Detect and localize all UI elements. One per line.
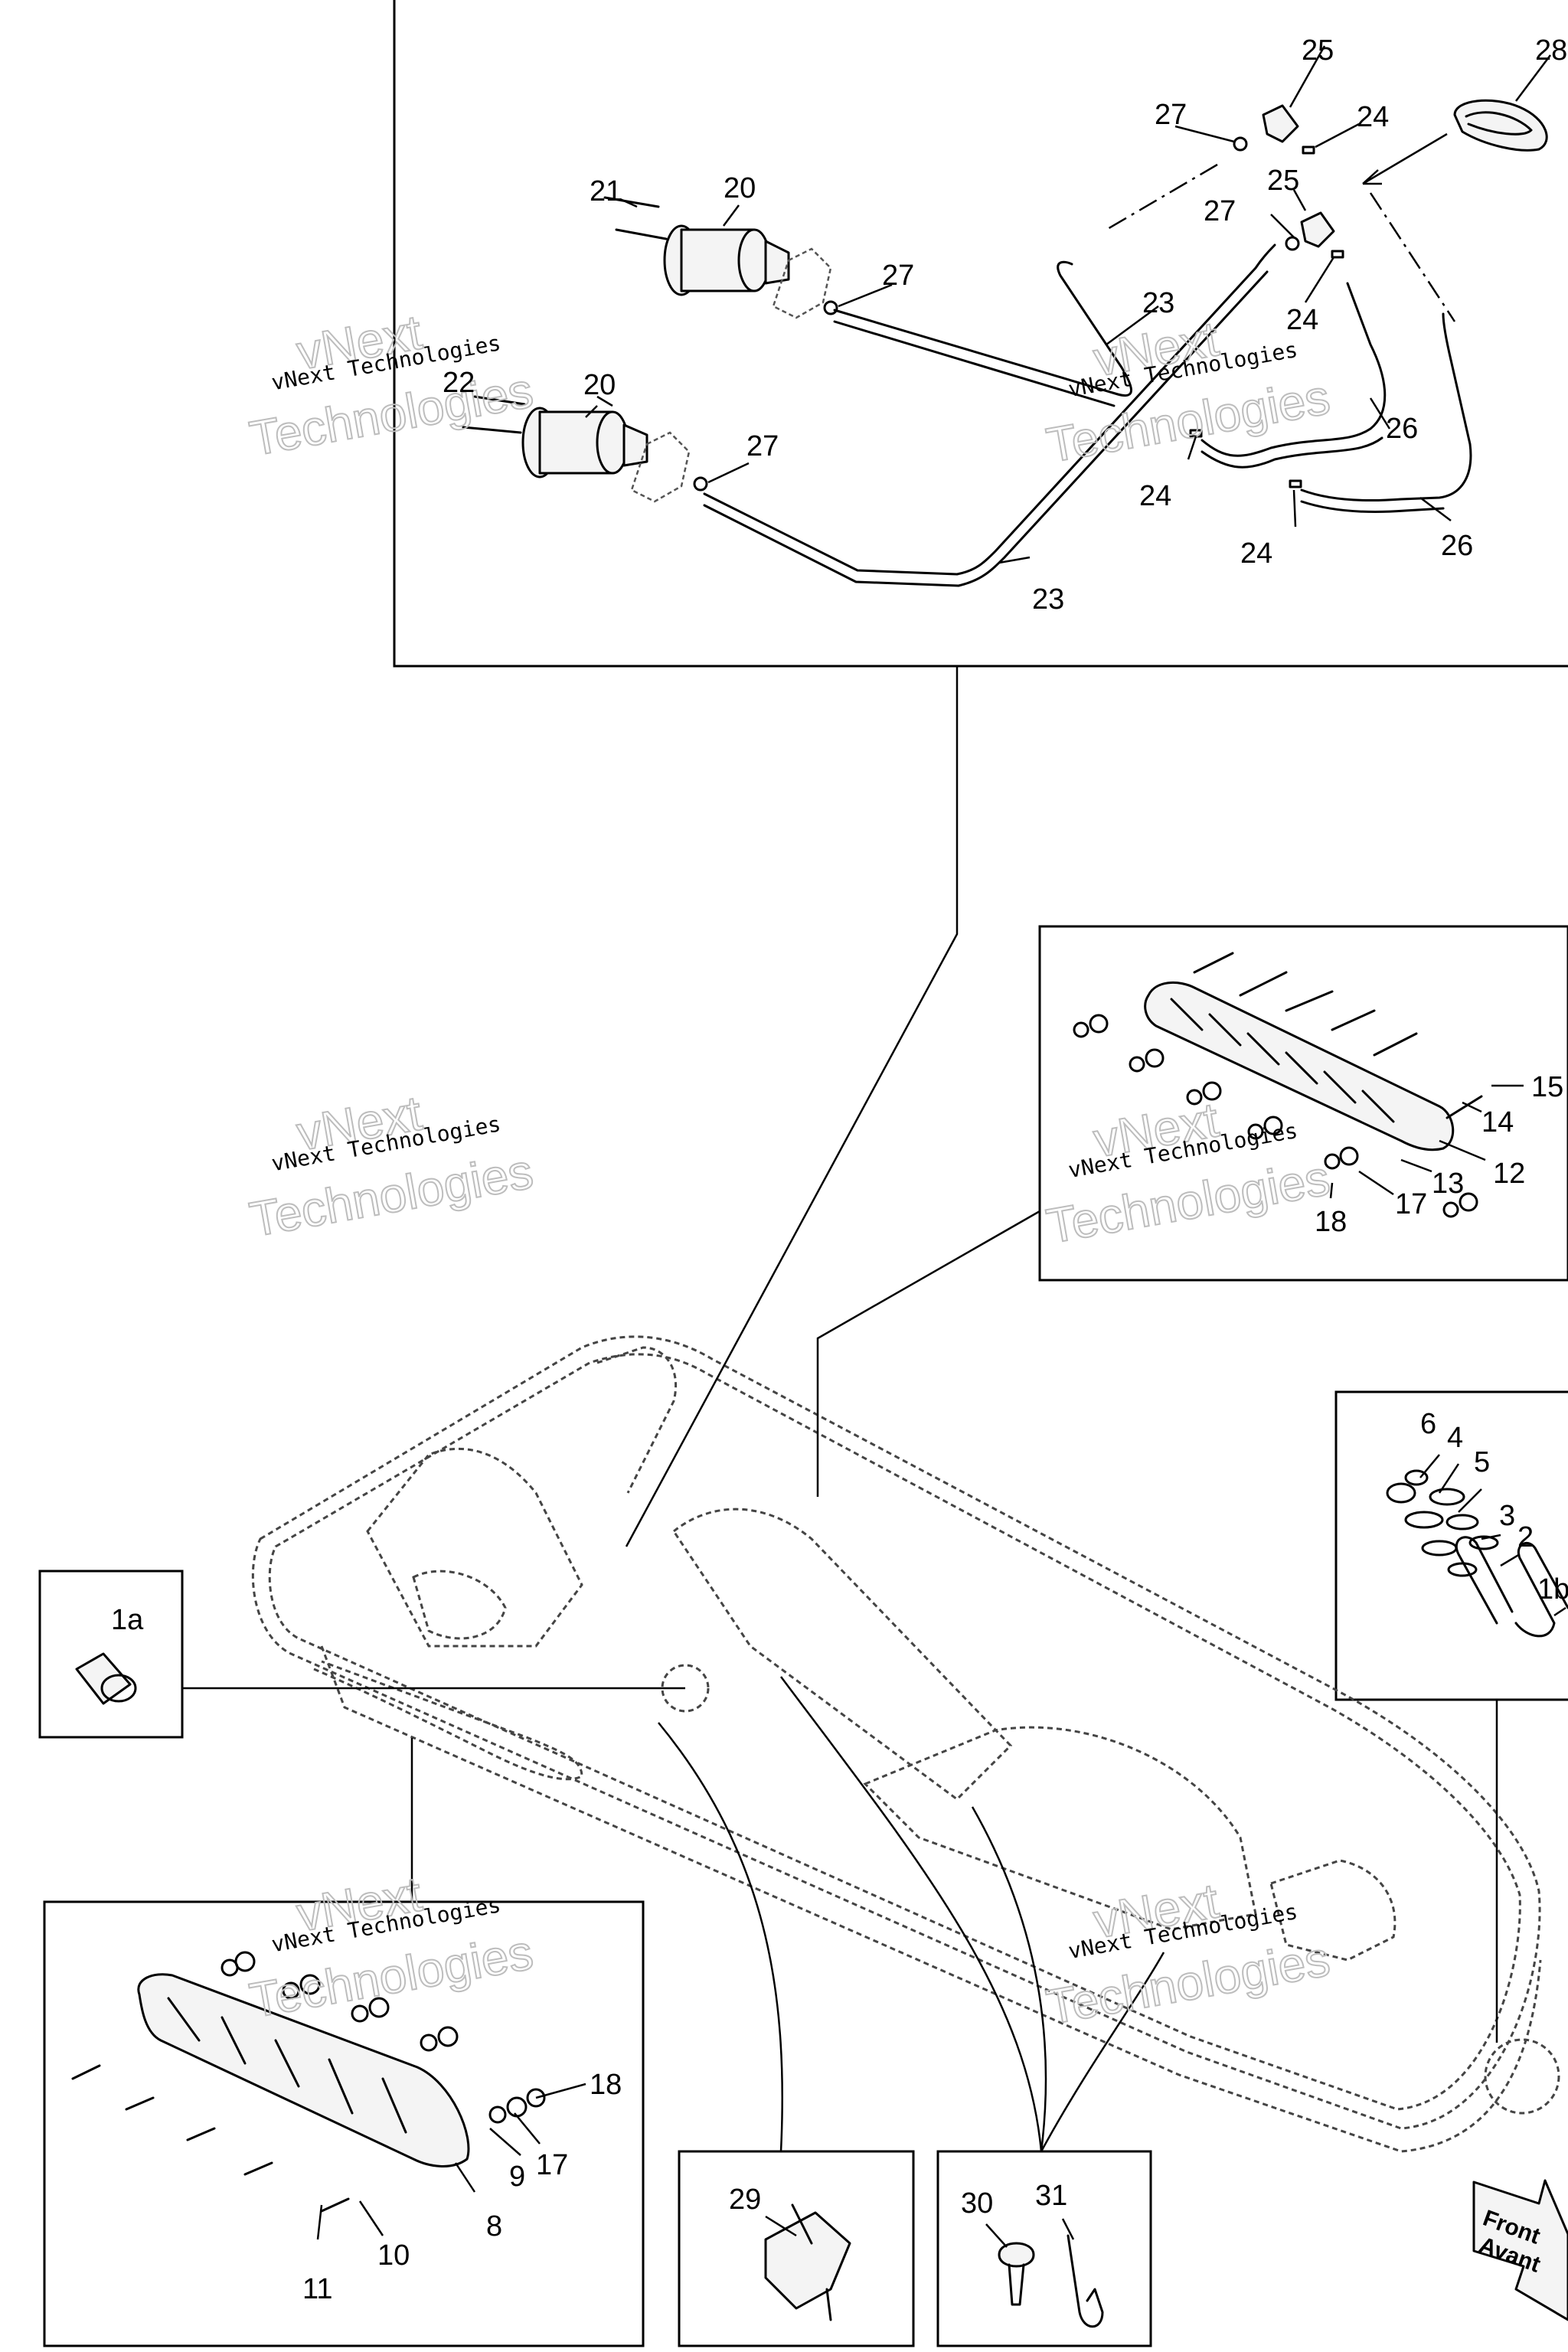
callout-24-b: 24 (1286, 304, 1318, 336)
callout-6: 6 (1420, 1408, 1436, 1440)
callout-27-d: 27 (1204, 195, 1236, 227)
callout-9: 9 (509, 2161, 525, 2193)
callout-24-a: 24 (1357, 101, 1389, 133)
callout-23-upper: 23 (1142, 287, 1174, 319)
inset-leaders (182, 666, 1498, 2152)
callout-4: 4 (1447, 1422, 1463, 1454)
callout-12: 12 (1493, 1158, 1525, 1190)
callout-31: 31 (1035, 2180, 1067, 2212)
rail-fasteners (1073, 952, 1483, 1218)
assembly-axis-top (1106, 163, 1218, 231)
callout-25-top: 25 (1302, 34, 1334, 67)
callout-17-rear: 17 (536, 2149, 568, 2181)
sleeve-inset (38, 1570, 184, 1739)
callout-26-a: 26 (1386, 413, 1418, 445)
hose-23-upper (833, 260, 1132, 397)
callout-18-rear: 18 (590, 2069, 622, 2101)
hose-23-lower (703, 243, 1276, 576)
outlet-cap-28-inner (1465, 111, 1533, 136)
watermark-3: vNext vNext Technologies Technologies (245, 1084, 537, 1248)
callout-11: 11 (302, 2273, 332, 2305)
bilge-pump-lower (462, 395, 691, 503)
u-bolt-hardware (1386, 1469, 1499, 1577)
u-bolt-1b (1455, 1536, 1568, 1638)
callout-3: 3 (1499, 1500, 1515, 1532)
hose-23-upper-inner (833, 320, 1116, 407)
fitting-25-top (1262, 104, 1299, 143)
callout-24-c: 24 (1139, 480, 1171, 512)
front-direction-arrow: Front Avant (1472, 2179, 1568, 2321)
hose-26-bottom-inner (1300, 500, 1445, 514)
clamp-27-set (693, 136, 1300, 492)
callout-14: 14 (1481, 1106, 1514, 1138)
callout-27-b: 27 (746, 430, 779, 462)
callout-1a: 1a (111, 1604, 144, 1636)
clip-29-inset (678, 2150, 915, 2347)
watermarks: vNext vNext Technologies Technologies vN… (245, 303, 1334, 2036)
pump-hose-inset (393, 0, 1568, 668)
watermark-5: vNext vNext Technologies Technologies (245, 1865, 537, 2029)
hose-26-right-inner (1200, 436, 1383, 469)
hose-26-bottom (1300, 312, 1472, 502)
callout-30: 30 (961, 2187, 993, 2220)
callout-20-lower: 20 (583, 369, 616, 401)
sleeve-inset-frame (38, 1570, 184, 1739)
cable-tie-31 (1067, 2234, 1104, 2328)
callout-13: 13 (1432, 1168, 1464, 1200)
watermark-1: vNext vNext Technologies Technologies (245, 303, 537, 467)
push-rivet-30 (998, 2242, 1035, 2268)
fitting-25-mid (1300, 211, 1335, 248)
callout-labels: 21 20 22 20 27 27 27 27 25 25 24 24 24 2… (111, 34, 1568, 2305)
callout-5: 5 (1474, 1446, 1490, 1478)
rear-rail-inset (43, 1900, 645, 2347)
outlet-cap-28 (1453, 99, 1548, 152)
assembly-axis-right (1369, 192, 1456, 322)
clip-29-inset-frame (678, 2150, 915, 2347)
callout-27-a: 27 (882, 260, 914, 292)
callout-1b: 1b (1537, 1573, 1568, 1606)
watermark-6: vNext vNext Technologies Technologies (1042, 1872, 1334, 2036)
callout-23-lower: 23 (1032, 583, 1064, 616)
rear-rail-inset-frame (43, 1900, 645, 2347)
callout-26-b: 26 (1441, 530, 1473, 562)
callout-2: 2 (1517, 1521, 1534, 1553)
callout-28: 28 (1535, 34, 1567, 67)
u-bolt-inset (1334, 1390, 1568, 1701)
callout-25-mid: 25 (1267, 165, 1299, 197)
watermark-4: vNext vNext Technologies Technologies (1042, 1091, 1334, 1255)
callout-24-d: 24 (1240, 537, 1272, 570)
callout-8: 8 (486, 2210, 502, 2243)
bilge-pump-upper (603, 196, 832, 319)
front-rail-inset (1038, 925, 1568, 1282)
callout-10: 10 (377, 2239, 410, 2272)
callout-22: 22 (443, 367, 475, 399)
u-bolt-inset-frame (1334, 1390, 1568, 1701)
callout-20-upper: 20 (724, 172, 756, 204)
front-rail-inset-frame (1038, 925, 1568, 1282)
callout-21: 21 (590, 175, 622, 207)
pump-hose-inset-frame (393, 0, 1568, 668)
rub-rail-8 (137, 1973, 470, 2167)
fastener-30-31-inset-frame (936, 2150, 1152, 2347)
callout-leaders (316, 45, 1566, 2248)
watercraft-hull (251, 1335, 1560, 2153)
rub-rail-8-ribs (167, 1997, 407, 2134)
callout-18-front: 18 (1315, 1206, 1347, 1238)
hose-26-right (1200, 282, 1387, 457)
hose-23-lower-inner (703, 270, 1269, 587)
clip-29 (764, 2211, 851, 2310)
sleeve-1a (75, 1652, 132, 1705)
rub-rail-12-ribs (1170, 998, 1395, 1123)
direction-arrow-28 (1362, 132, 1448, 185)
rear-rail-fasteners (71, 1951, 546, 2213)
callout-29: 29 (729, 2184, 761, 2216)
callout-27-c: 27 (1155, 99, 1187, 131)
callout-15: 15 (1531, 1071, 1563, 1103)
fastener-30-31-inset (936, 2150, 1152, 2347)
callout-17-front: 17 (1395, 1188, 1427, 1220)
